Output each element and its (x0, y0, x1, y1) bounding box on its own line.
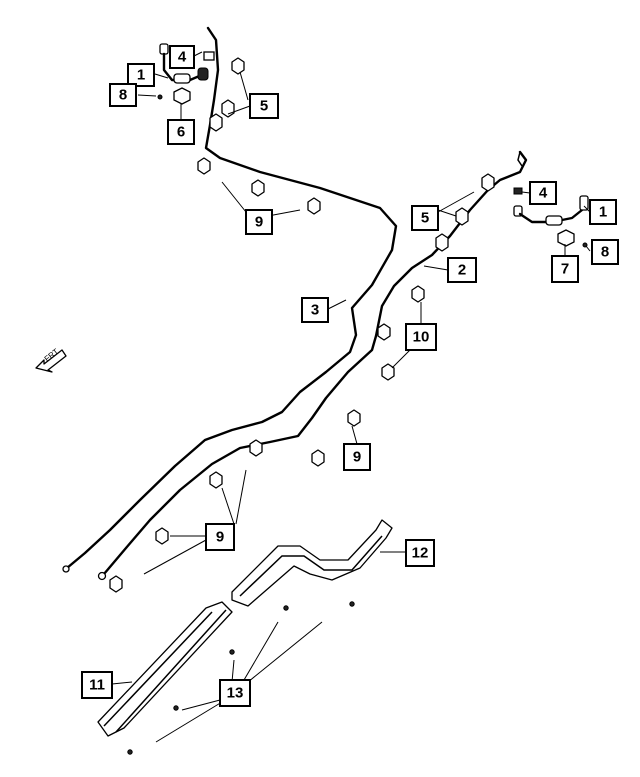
callout-10: 10 (405, 323, 437, 351)
callout-6: 6 (167, 119, 195, 145)
tube-end-fitting (62, 565, 70, 573)
bolt-13-a (283, 605, 289, 611)
svg-text:13: 13 (227, 685, 244, 702)
svg-text:1: 1 (137, 67, 145, 84)
tube-2-upper-hook (517, 151, 523, 167)
clip-9-g (209, 471, 223, 489)
brake-hose-left (159, 43, 215, 84)
svg-text:11: 11 (89, 677, 105, 694)
clip-5-right-c (435, 233, 449, 252)
svg-text:1: 1 (599, 204, 607, 221)
callout-3: 3 (301, 297, 329, 323)
svg-text:7: 7 (561, 261, 569, 278)
callout-11: 11 (81, 671, 113, 699)
callout-1-left: 1 (127, 63, 155, 87)
callout-4-right: 4 (529, 181, 557, 205)
clip-5-left-c (209, 113, 223, 132)
callout-12: 12 (405, 539, 435, 567)
svg-text:4: 4 (539, 185, 548, 202)
bolt-13-e (127, 749, 133, 755)
svg-text:2: 2 (458, 262, 466, 279)
svg-text:5: 5 (421, 210, 429, 227)
callout-5-right: 5 (411, 205, 439, 231)
shield-11-rib (103, 609, 227, 733)
bolt-13-d (173, 705, 179, 711)
svg-text:4: 4 (178, 49, 187, 66)
clip-9-f (249, 439, 263, 457)
callout-9-middle: 9 (343, 443, 371, 471)
front-direction-arrow: FRT (35, 347, 67, 373)
svg-text:12: 12 (412, 545, 429, 562)
bolt-8-left (157, 94, 163, 100)
svg-text:9: 9 (255, 214, 263, 231)
svg-text:8: 8 (601, 244, 609, 261)
callout-1-right: 1 (589, 199, 617, 225)
callout-9-upper: 9 (245, 209, 273, 235)
fitting-4-right (513, 187, 523, 195)
clip-9-c (307, 197, 321, 215)
svg-text:9: 9 (216, 529, 224, 546)
svg-text:6: 6 (177, 124, 185, 141)
svg-text:10: 10 (413, 329, 430, 346)
callout-8-right: 8 (591, 239, 619, 265)
tube-end-fitting (97, 571, 107, 581)
callout-4-left: 4 (169, 45, 195, 69)
callout-13: 13 (219, 679, 251, 707)
callout-7: 7 (551, 255, 579, 283)
clip-10-b (377, 323, 391, 341)
callout-9-lower: 9 (205, 523, 235, 551)
clip-10-a (411, 285, 425, 303)
svg-text:8: 8 (119, 87, 127, 104)
tube-shield-11 (97, 601, 233, 737)
bolt-13-c (229, 649, 235, 655)
brake-tube-3 (65, 26, 398, 570)
callout-8-left: 8 (109, 83, 137, 107)
clip-9-h (155, 527, 169, 545)
hose-bracket-7 (557, 229, 575, 247)
shield-12-rib (239, 535, 383, 597)
clip-9-i (109, 575, 123, 593)
callout-5-left: 5 (249, 93, 279, 119)
clip-9-b (251, 179, 265, 197)
clip-9-a (197, 157, 211, 175)
brake-hose-right (513, 195, 589, 226)
tube-shield-12 (231, 519, 393, 607)
svg-text:9: 9 (353, 449, 361, 466)
bolt-13-b (349, 601, 355, 607)
hose-bracket-6 (173, 87, 191, 105)
callout-2: 2 (447, 257, 477, 283)
clip-5-right-a (481, 173, 495, 192)
svg-text:5: 5 (260, 98, 268, 115)
clip-10-c (381, 363, 395, 381)
clip-5-right-b (455, 207, 469, 226)
svg-text:3: 3 (311, 302, 319, 319)
clip-9-e (311, 449, 325, 467)
leader-lines (111, 51, 591, 743)
clip-5-left-b (221, 99, 235, 118)
clip-5-left-a (231, 57, 245, 75)
clip-9-d (347, 409, 361, 427)
